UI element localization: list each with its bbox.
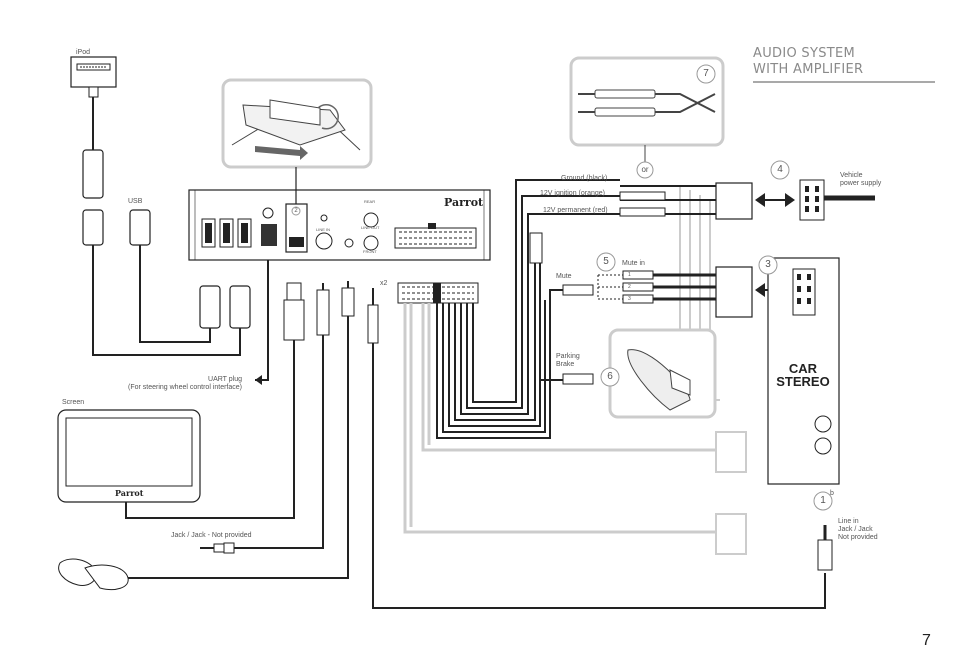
parrot-unit [188,189,491,261]
vehicle-connectors [679,185,747,555]
mic-cable [58,281,355,591]
inline-fuse [529,232,543,264]
ipod-label: iPod [76,49,91,56]
uart-label: UART plug (For steering wheel control in… [112,376,242,392]
line-in-label: Line in Jack / Jack Not provided [838,518,878,542]
parking-brake-illustration [608,328,717,419]
line-out-port-label: LINE OUT [361,225,380,230]
line-in-port [315,232,333,250]
screen-device [57,409,201,503]
uart-label-line-2: (For steering wheel control interface) [128,384,242,391]
title-rule [753,81,935,83]
rear-port [363,212,379,228]
parking-line-2: Brake [556,361,575,368]
line-in-line-2: Jack / Jack [838,526,873,533]
ground-label: Ground (black) [561,175,608,182]
mute-in-label: Mute in [622,260,645,267]
mic-port [344,238,354,248]
ignition-label: 12V ignition (orange) [540,190,605,197]
jack-jack-label: Jack / Jack - Not provided [171,532,252,539]
parrot-logo: Parrot [444,196,484,209]
callout-1: 1 [820,495,826,506]
front-port [363,235,379,251]
callout-6: 6 [607,371,613,382]
callout-1b: b [830,490,834,497]
rear-port-label: REAR [364,199,376,204]
vehicle-power-label: Vehicle power supply [840,172,881,188]
relay-illustration [569,56,725,165]
line-in-line-3: Not provided [838,534,878,541]
line-in-line-1: Line in [838,518,859,525]
mute-plug [562,284,594,296]
callout-3: 3 [765,259,771,270]
callout-2: 2 [294,208,298,214]
front-cable [367,288,826,609]
x2-label: x2 [380,280,388,287]
car-stereo-label: CAR STEREO [773,362,833,388]
callout-4: 4 [777,164,783,175]
uart-port [261,207,277,246]
screen-logo: Parrot [115,488,144,498]
title-line-2: WITH AMPLIFIER [753,62,864,77]
mute-pin-3: 3 [628,296,631,302]
callout-7: 7 [703,68,709,79]
screen-label: Screen [62,399,85,406]
title-line-1: AUDIO SYSTEM [753,46,856,61]
uart-cable [255,260,269,381]
vehicle-line-1: Vehicle [840,172,863,179]
car-stereo [767,257,840,571]
page-title: AUDIO SYSTEM WITH AMPLIFIER [753,46,863,78]
vehicle-power-connector [620,179,875,221]
car-line-1: CAR [788,361,818,376]
usb-label: USB [128,198,143,205]
mute-label: Mute [556,273,572,280]
parking-line-1: Parking [556,353,580,360]
cable-insert-illustration [221,78,373,204]
or-badge: or [641,165,649,174]
parking-brake-label: Parking Brake [556,353,580,369]
car-line-2: STEREO [776,374,830,389]
page-number: 7 [922,632,931,649]
callout-5: 5 [603,256,609,267]
mute-in-wires [597,270,654,304]
vehicle-line-2: power supply [840,180,882,187]
line-in-port-label: LINE IN [316,227,331,232]
uart-label-line-1: UART plug [208,376,242,383]
line-in-jack-cable [200,283,330,554]
iso-harness [397,179,720,534]
usb-ports [201,218,252,248]
permanent-label: 12V permanent (red) [543,207,608,214]
parking-brake-plug [562,373,594,385]
ipod-connector [70,56,251,356]
mute-pin-1: 1 [628,272,631,278]
front-port-label: FRONT [363,249,377,254]
mute-pin-2: 2 [628,284,631,290]
screen-cable [125,282,305,519]
